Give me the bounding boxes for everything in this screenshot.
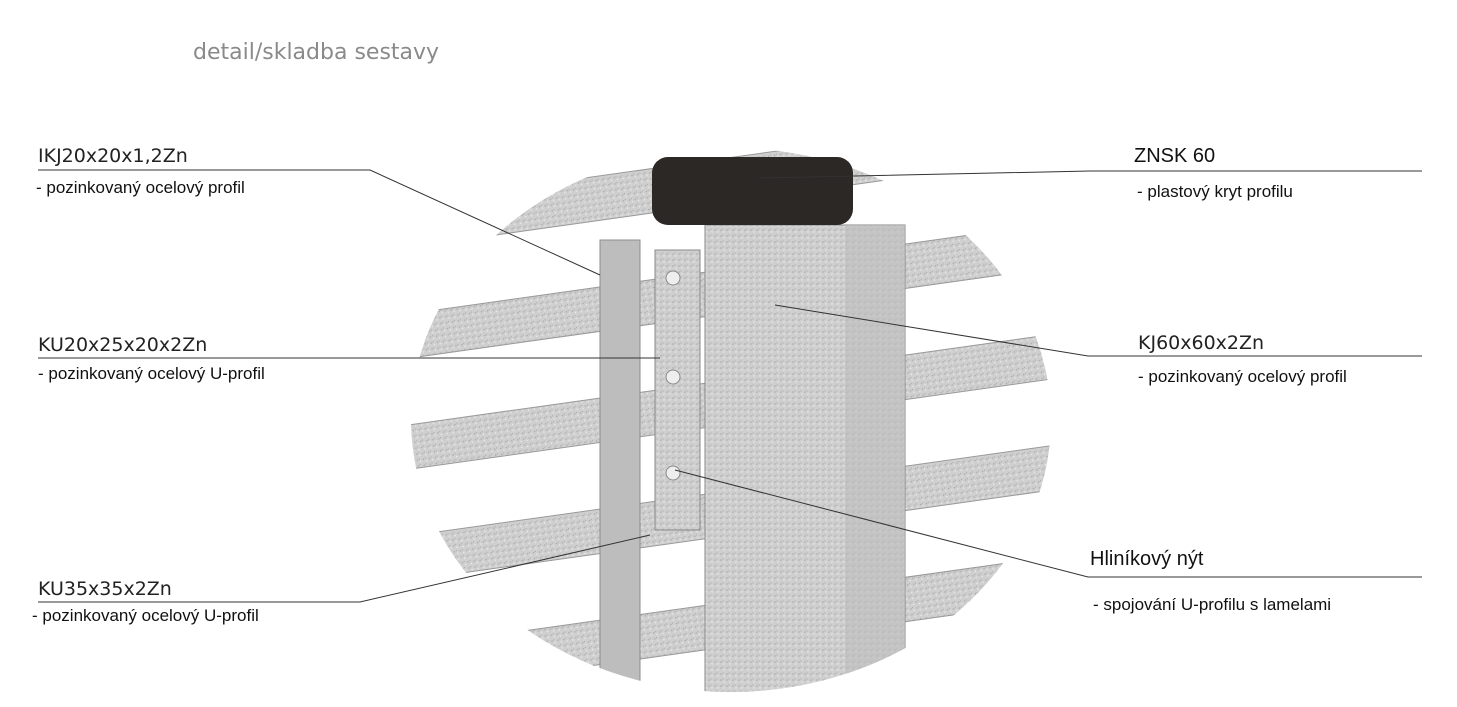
post-cap-znsk <box>652 157 853 225</box>
label-kj60-desc: - pozinkovaný ocelový profil <box>1138 367 1347 386</box>
label-znsk-desc: - plastový kryt profilu <box>1137 182 1293 201</box>
page-title: detail/skladba sestavy <box>193 40 440 65</box>
rivet-icon <box>665 465 681 481</box>
label-nyt-code: Hliníkový nýt <box>1090 548 1204 570</box>
u-profile-ku20 <box>654 249 701 531</box>
label-kj60-code: KJ60x60x2Zn <box>1138 332 1265 354</box>
label-nyt-desc: - spojování U-profilu s lamelami <box>1093 595 1332 614</box>
label-ku20-desc: - pozinkovaný ocelový U-profil <box>38 364 265 383</box>
u-profile-ku35 <box>599 239 641 692</box>
rivet-icon <box>665 369 681 385</box>
label-ku35-code: KU35x35x2Zn <box>38 578 172 600</box>
leader-lines <box>38 169 1422 603</box>
rivet-icon <box>665 270 681 286</box>
label-ku20-code: KU20x25x20x2Zn <box>38 334 208 356</box>
label-ikj-desc: - pozinkovaný ocelový profil <box>36 178 245 197</box>
label-ikj-code: IKJ20x20x1,2Zn <box>38 145 188 167</box>
label-ku35-desc: - pozinkovaný ocelový U-profil <box>32 606 259 625</box>
label-znsk-code: ZNSK 60 <box>1134 145 1216 167</box>
